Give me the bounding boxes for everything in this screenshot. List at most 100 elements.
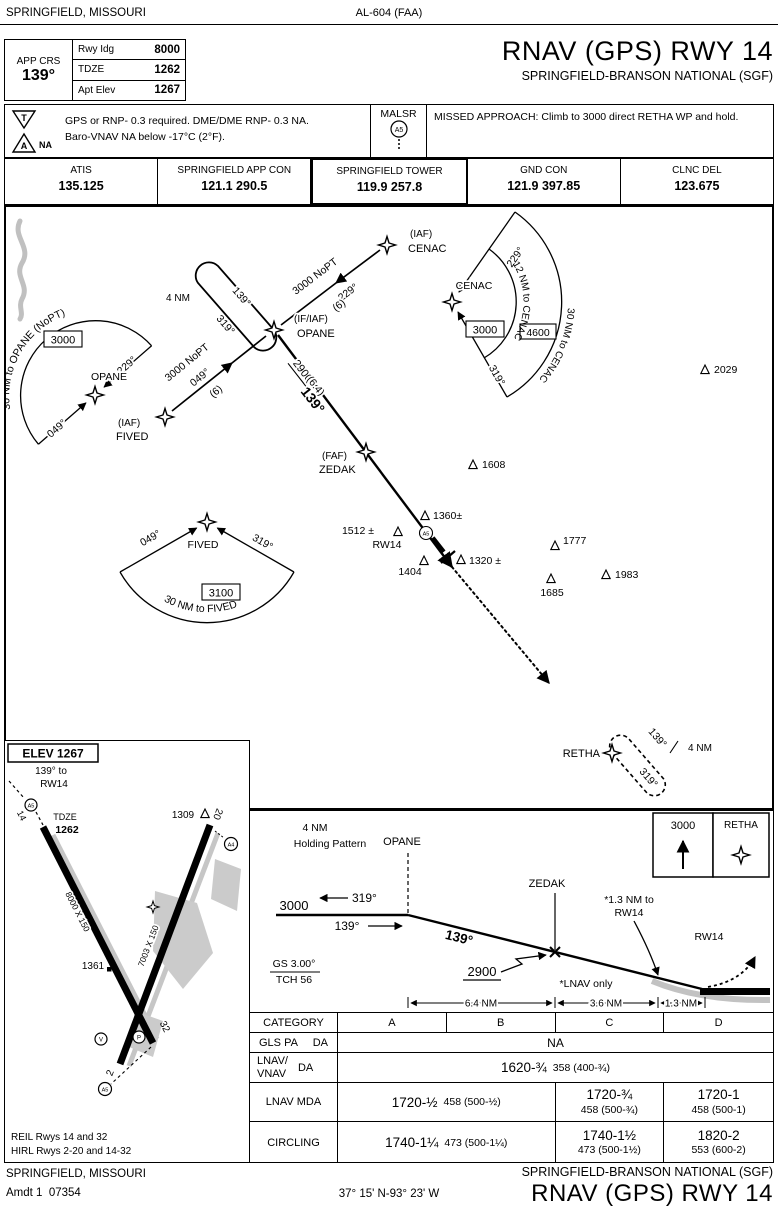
distance-scale: 6.4 NM 3.6 NM 1.3 NM [407, 997, 706, 1011]
obstacle-1360: 1360± [433, 510, 462, 522]
sketch-course-line1: 139° to [35, 766, 67, 777]
river [15, 218, 28, 322]
distance-1-3: 1.3 NM [665, 999, 697, 1010]
glideslope-angle: GS 3.00° [273, 958, 316, 970]
waypoint-star-icon [155, 407, 175, 427]
lnav-only-note: *LNAV only [560, 978, 614, 990]
tdze-label: TDZE [78, 64, 105, 76]
procedure-notes: GPS or RNP- 0.3 required. DME/DME RNP- 0… [65, 108, 309, 154]
profile-rw14: RW14 [695, 931, 724, 943]
fived-name: FIVED [116, 431, 148, 443]
gnd-label: GND CON [520, 165, 568, 176]
plan-view-box: 229° 049° 3000 OPANE 30 NM to OPANE (NoP… [0, 205, 774, 810]
apt-elev-label: Apt Elev [78, 84, 116, 96]
distance-3-6: 3.6 NM [590, 999, 622, 1010]
obstacle-1404: 1404 [398, 566, 422, 578]
feeder-fived-distance: (6) [207, 383, 225, 400]
lnav-vnav-label-2: VNAV [257, 1067, 287, 1080]
sketch-v-symbol: V [99, 1038, 103, 1044]
note-line-2: Baro-VNAV NA below -17°C (2°F). [65, 131, 225, 144]
trouble-icons: T A NA [9, 108, 65, 156]
obstacle-icon [420, 510, 430, 521]
obstacle-1320: 1320 ± [469, 555, 501, 567]
waypoint-star-icon [85, 385, 105, 405]
obstacle-1983: 1983 [615, 569, 639, 581]
runway-2-20 [116, 823, 214, 1066]
missed-approach-icons: 3000 RETHA [652, 812, 770, 878]
briefing-row-tdze: TDZE 1262 [73, 59, 185, 79]
sketch-a5-bottom: A5 [102, 1088, 109, 1094]
lnav-mda-c-minimum: 1720-¾ [586, 1087, 633, 1102]
footer-airport-name: SPRINGFIELD-BRANSON NATIONAL (SGF) [521, 1165, 773, 1179]
feeder-fived-course: 049° [188, 366, 212, 389]
runway-number-20: 20 [210, 807, 224, 822]
ma-climb-altitude: 3000 [671, 820, 695, 832]
lnav-vnav-value: 1620-¾ 358 (400-¾) [338, 1053, 773, 1083]
sketch-tdze-label: TDZE [53, 812, 77, 822]
taa-sector-fived: 049° 319° FIVED 3100 30 NM to FIVED [119, 512, 295, 624]
rwy-ldg-value: 8000 [154, 43, 180, 56]
lnav-mda-row-label: LNAV MDA [250, 1083, 338, 1122]
tower-label: SPRINGFIELD TOWER [336, 166, 443, 177]
runway-number-14: 14 [15, 809, 28, 822]
taa-e-alt-inner: 3000 [473, 325, 497, 337]
circling-d-detail: 553 (600-2) [691, 1144, 746, 1157]
comm-gnd: GND CON 121.9 397.85 [468, 159, 621, 204]
tower-freq: 119.9 257.8 [356, 180, 423, 194]
malsr-cell: MALSR A5 [371, 105, 427, 157]
lnav-mda-ab-value: 1720-½ 458 (500-½) [338, 1083, 556, 1122]
footer-amendment: Amdt 1 07354 [6, 1187, 81, 1199]
notes-cell: T A NA GPS or RNP- 0.3 required. DME/DME… [5, 105, 371, 157]
runway-14-32 [39, 825, 157, 1045]
minima-header-b: B [446, 1013, 556, 1033]
atis-label: ATIS [70, 165, 92, 176]
malsr-ring-label: A5 [423, 532, 430, 538]
rw14-label: RW14 [373, 539, 402, 551]
gls-na: NA [547, 1035, 564, 1050]
profile-altitude-2900: 2900 [468, 964, 497, 979]
missed-approach-text: MISSED APPROACH: Climb to 3000 direct RE… [434, 111, 739, 123]
obstacle-icon [456, 554, 466, 565]
tdze-value: 1262 [154, 63, 180, 76]
approach-course-cell: APP CRS 139° [5, 40, 73, 100]
lnav-mda-d-detail: 458 (500-1) [691, 1103, 746, 1116]
lnav-mda-ab-detail: 458 (500-½) [443, 1096, 501, 1108]
obstacle-1608: 1608 [482, 459, 506, 471]
taa-w-altitude: 3000 [51, 335, 75, 347]
obstacles: 2029 1608 1777 1983 1685 1360± 1512 ± 13… [340, 364, 738, 599]
runway-profile [700, 988, 770, 995]
obstacle-icon [468, 459, 478, 470]
taa-e-fix-label: CENAC [456, 280, 493, 292]
reil-note: REIL Rwys 14 and 32 [11, 1132, 108, 1143]
cenac-name: CENAC [408, 243, 447, 255]
profile-zedak: ZEDAK [529, 878, 566, 890]
clnc-freq: 123.675 [674, 179, 720, 193]
header-rule [0, 24, 778, 25]
profile-view: 4 NM Holding Pattern OPANE 3000 319° 139… [270, 812, 771, 1011]
lnav-mda-label: LNAV MDA [265, 1096, 322, 1108]
lnav-vnav-label-1: LNAV/ [257, 1054, 288, 1067]
waypoint-star-icon [442, 292, 462, 312]
sketch-a4: A4 [228, 843, 235, 849]
retha-leg-length: 4 NM [688, 743, 712, 754]
taa-w-arc-text: 30 NM to OPANE (NoPT) [0, 307, 67, 411]
obstacle-1512: 1512 ± [342, 525, 374, 537]
title-block: RNAV (GPS) RWY 14 SPRINGFIELD-BRANSON NA… [502, 36, 773, 83]
obstacle-icon [419, 555, 429, 566]
taa-w-fix-label: OPANE [91, 371, 127, 383]
circling-ab-value: 1740-1¼ 473 (500-1¼) [338, 1122, 556, 1163]
circling-d-minimum: 1820-2 [697, 1127, 740, 1143]
gls-label: GLS PA [259, 1036, 298, 1049]
obstacle-2029: 2029 [714, 364, 738, 376]
airport-name: SPRINGFIELD-BRANSON NATIONAL (SGF) [521, 69, 773, 83]
minima-header-a: A [338, 1013, 447, 1033]
svg-text:30 NM to CENAC: 30 NM to CENAC [537, 308, 576, 385]
takeoff-alternate-icons: T A [11, 110, 37, 153]
app-con-label: SPRINGFIELD APP CON [177, 165, 292, 176]
taa-s-radial-319: 319° [250, 532, 275, 553]
obstacle-1777: 1777 [563, 535, 587, 547]
obstacle-1685: 1685 [540, 587, 564, 599]
